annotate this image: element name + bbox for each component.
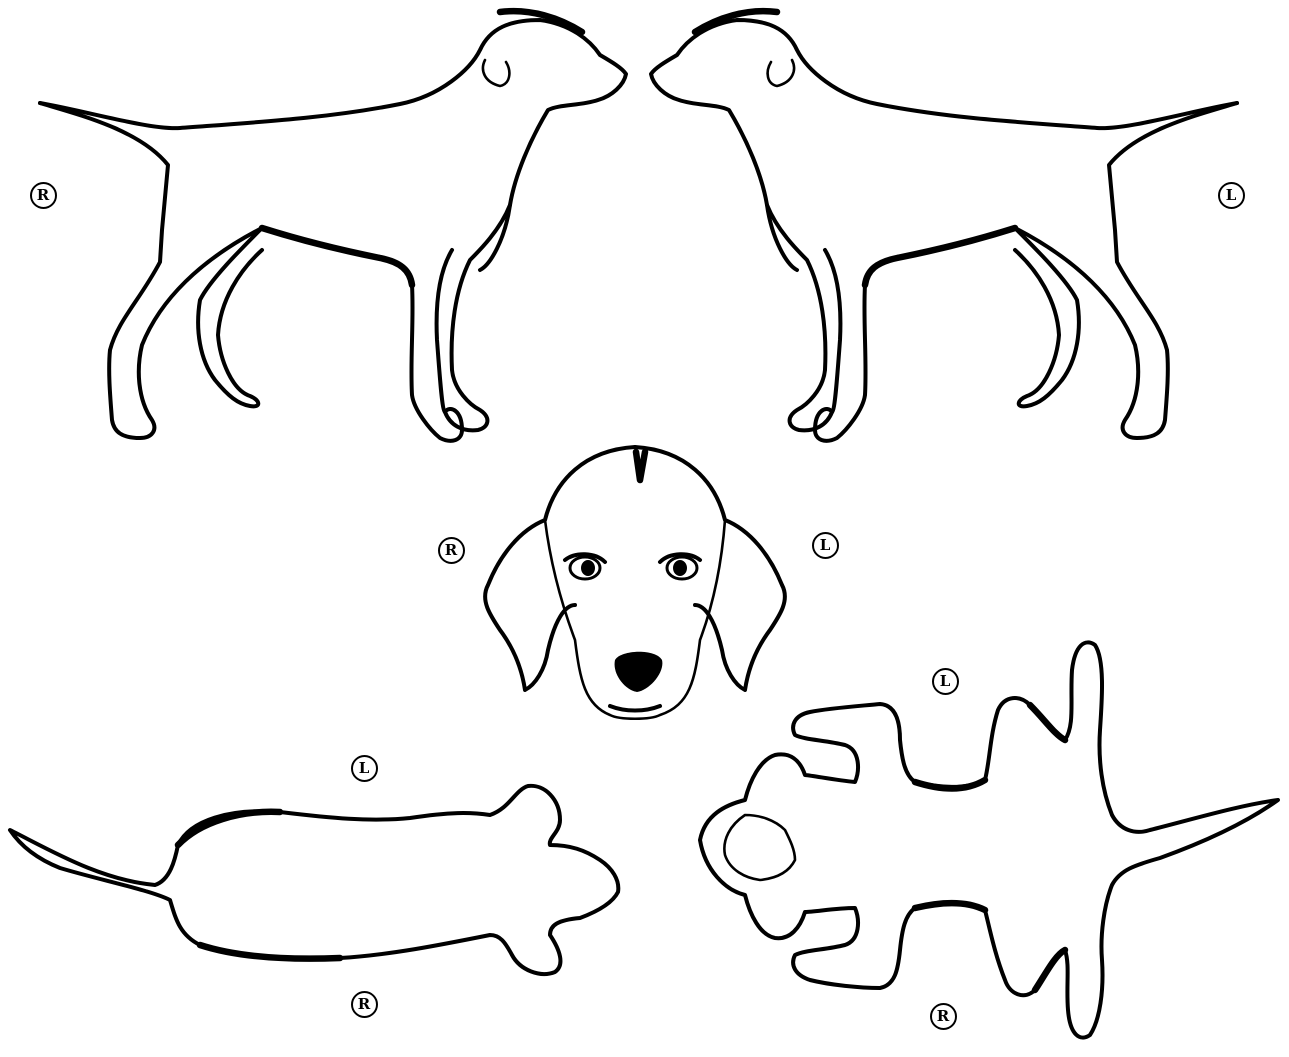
front-head-view [485, 447, 785, 719]
ventral-view [700, 642, 1278, 1037]
side-view-right [40, 11, 626, 441]
side-view-left [651, 11, 1237, 441]
dorsal-view [10, 786, 618, 974]
dorsal-left-marker: L [351, 755, 378, 782]
right-side-marker: R [30, 182, 57, 209]
dorsal-right-marker: R [351, 991, 378, 1018]
head-right-marker: R [438, 537, 465, 564]
head-left-marker: L [812, 532, 839, 559]
ventral-right-marker: R [930, 1003, 957, 1030]
left-side-marker: L [1218, 182, 1245, 209]
ventral-left-marker: L [932, 668, 959, 695]
